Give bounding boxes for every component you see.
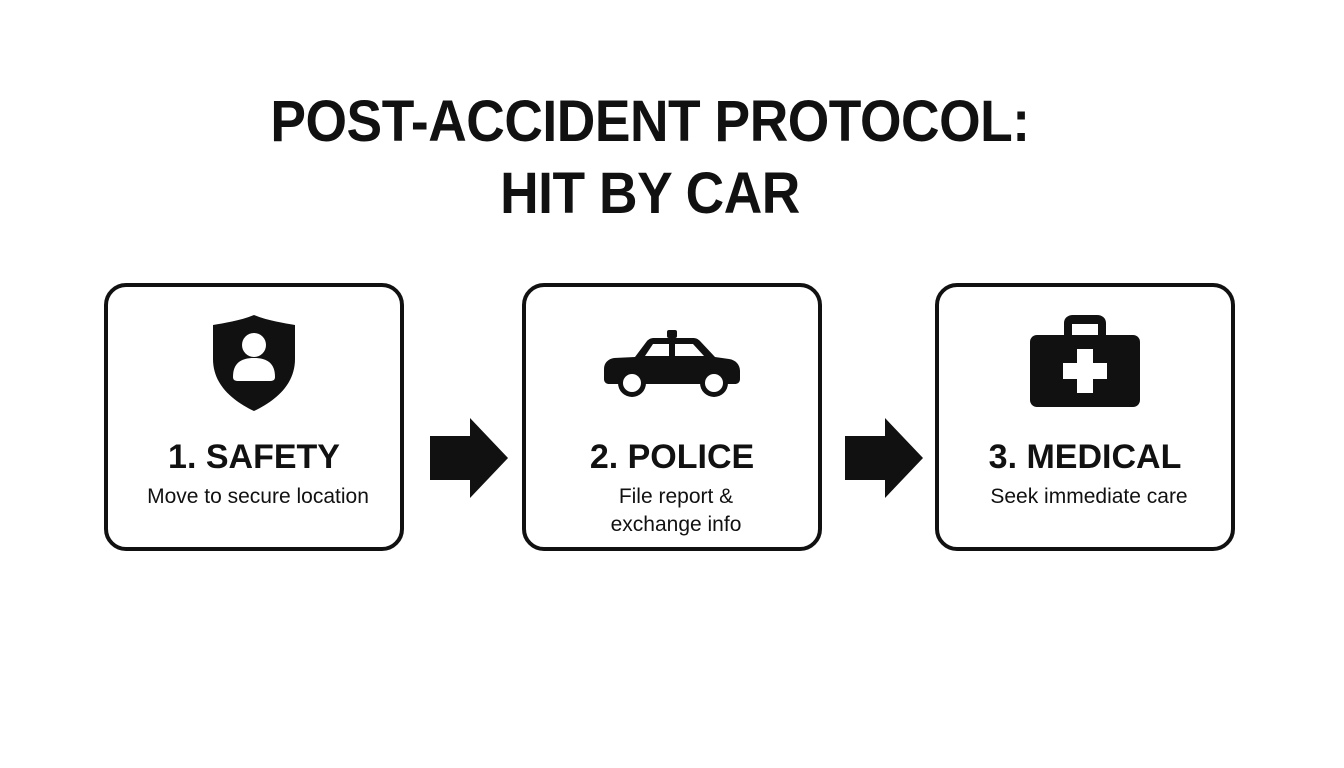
step-title: 1. SAFETY: [168, 438, 340, 476]
step-card-police: 2. POLICE File report & exchange info: [522, 283, 822, 551]
step-title: 2. POLICE: [589, 438, 755, 476]
arrow-right-icon: [845, 418, 923, 498]
page-title: POST-ACCIDENT PROTOCOL: HIT BY CAR: [52, 86, 1248, 230]
police-car-icon: [601, 327, 743, 402]
title-line-2: HIT BY CAR: [500, 161, 800, 226]
title-line-1: POST-ACCIDENT PROTOCOL:: [270, 89, 1030, 154]
step-title: 3. MEDICAL: [988, 438, 1182, 476]
shield-person-icon: [209, 313, 299, 418]
arrow-right-icon: [430, 418, 508, 498]
step-description: File report & exchange info: [610, 485, 742, 536]
step-description: Seek immediate care: [990, 485, 1188, 508]
step-description: Move to secure location: [147, 485, 369, 508]
step-card-safety: 1. SAFETY Move to secure location: [104, 283, 404, 551]
first-aid-kit-icon: [1028, 313, 1142, 414]
step-card-medical: 3. MEDICAL Seek immediate care: [935, 283, 1235, 551]
